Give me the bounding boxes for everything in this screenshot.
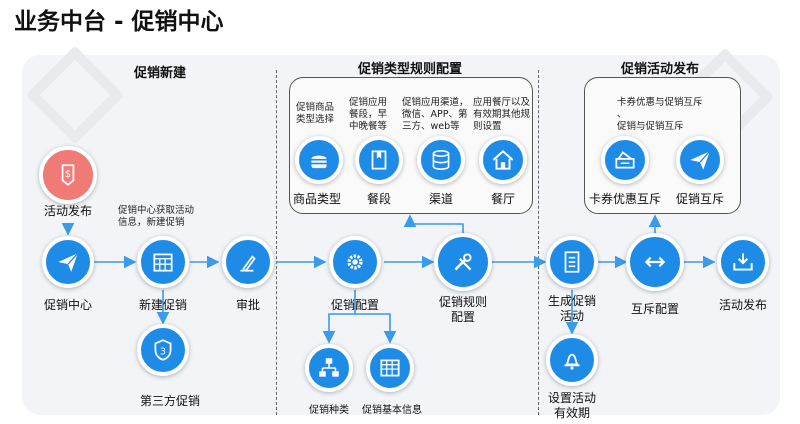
rule-note-3: 应用餐厅以及 有效期其他规 则设置	[473, 97, 530, 133]
arrow-config-to-type	[322, 290, 356, 344]
set-validity-line: 有效期	[553, 406, 591, 420]
approval-node[interactable]	[222, 236, 274, 288]
stamp-hand-icon	[240, 255, 256, 272]
new-promo-note-line: 信息，新建促销	[118, 217, 185, 228]
promo-type-label: 促销种类	[309, 405, 349, 416]
promo-basic-node[interactable]	[366, 344, 414, 392]
new-promo-label: 新建促销	[138, 298, 188, 312]
third-party-label: 第三方促销	[139, 394, 201, 408]
rule-note-1: 促销应用 餐段，早 中晚餐等	[349, 97, 387, 133]
activity-publish-final-label: 活动发布	[718, 298, 768, 312]
section-title-create: 促销新建	[133, 66, 187, 81]
activity-publish-final-node[interactable]	[717, 236, 769, 288]
rule-note-line: 应用餐厅以及	[473, 97, 531, 108]
mutex-config-node[interactable]	[626, 233, 684, 291]
promo-rule-config-label: 促销规则 配置	[439, 295, 487, 325]
rule-note-line: 微信、APP、第	[402, 109, 468, 120]
promo-center-node[interactable]	[42, 236, 94, 288]
mutex-item-coupon[interactable]	[601, 136, 649, 184]
wrench-screwdriver-icon	[454, 253, 472, 271]
rule-note-2: 促销应用渠道， 微信、APP、第 三方、web等	[402, 97, 469, 133]
arrow-rule-to-box	[403, 214, 464, 234]
mutex-item-label: 卡券优惠互斥	[588, 192, 662, 206]
activity-publish-node[interactable]: $	[39, 146, 97, 204]
activity-publish-label: 活动发布	[43, 204, 93, 218]
rule-note-line: 则设置	[473, 121, 502, 132]
arrow-config-to-basic	[355, 313, 397, 344]
section-divider-left	[276, 70, 277, 415]
rule-item-label: 商品类型	[292, 192, 342, 206]
rule-note-line: 促销商品	[296, 102, 335, 113]
bookmark-card-icon	[371, 150, 387, 170]
promo-center-label: 促销中心	[43, 298, 93, 312]
generate-promo-node[interactable]	[546, 236, 598, 288]
new-promo-note-line: 促销中心获取活动	[118, 205, 195, 216]
svg-text:3: 3	[160, 346, 166, 357]
set-validity-label: 设置活动 有效期	[548, 391, 596, 421]
mutex-note-line: 促销与促销互斥	[617, 121, 684, 132]
burger-icon	[311, 155, 327, 169]
paper-plane-icon	[58, 252, 79, 272]
database-icon	[432, 149, 450, 171]
section-title-rules: 促销类型规则配置	[357, 62, 463, 77]
mutex-item-promo[interactable]	[676, 136, 724, 184]
page-title: 业务中台 - 促销中心	[14, 9, 224, 35]
rule-item-label: 餐段	[366, 192, 392, 206]
flowchart-icon	[319, 358, 339, 377]
mutex-item-label: 促销互斥	[675, 192, 725, 206]
rule-item-channel[interactable]	[417, 136, 465, 184]
rule-item-product-type[interactable]	[295, 136, 343, 184]
rule-note-line: 促销应用渠道，	[402, 97, 469, 108]
promo-basic-label: 促销基本信息	[362, 405, 422, 416]
bell-icon	[564, 353, 580, 370]
shield-number-icon: 3	[154, 339, 172, 361]
table-grid-icon	[380, 359, 400, 377]
rule-item-meal-period[interactable]	[355, 136, 403, 184]
rule-note-0: 促销商品 类型选择	[296, 102, 334, 126]
svg-text:$: $	[65, 169, 71, 180]
rule-note-line: 有效期其他规	[473, 109, 531, 120]
rule-note-line: 中晚餐等	[349, 121, 388, 132]
rule-item-label: 渠道	[428, 192, 454, 206]
new-promo-note: 促销中心获取活动 信息，新建促销	[118, 205, 194, 229]
rule-note-line: 餐段，早	[349, 109, 388, 120]
rule-item-label: 餐厅	[490, 192, 516, 206]
approval-label: 审批	[235, 298, 261, 312]
set-validity-line: 设置活动	[547, 391, 597, 405]
generate-promo-label: 生成促销 活动	[548, 294, 596, 324]
rule-item-restaurant[interactable]	[479, 136, 527, 184]
checklist-icon	[564, 251, 580, 273]
dollar-tag-icon: $	[61, 164, 75, 186]
gear-icon	[347, 254, 363, 270]
set-validity-node[interactable]	[546, 334, 598, 386]
promo-rule-config-node[interactable]	[434, 233, 492, 291]
inbox-tray-icon	[733, 253, 753, 271]
promo-type-node[interactable]	[305, 344, 353, 392]
promo-rule-config-line: 促销规则	[438, 295, 488, 309]
promo-config-label: 促销配置	[330, 298, 380, 312]
mutex-note-line: 卡券优惠与促销互斥	[617, 97, 703, 108]
promo-config-node[interactable]	[329, 236, 381, 288]
mutex-note: 卡券优惠与促销互斥 、 促销与促销互斥	[617, 97, 703, 133]
paper-plane-icon	[690, 150, 711, 170]
mutex-config-label: 互斥配置	[630, 302, 680, 316]
section-title-publish: 促销活动发布	[620, 62, 700, 77]
section-divider-right	[538, 70, 539, 415]
third-party-node[interactable]: 3	[137, 324, 189, 376]
new-promo-node[interactable]	[137, 236, 189, 288]
ticket-stack-icon	[615, 151, 635, 169]
double-arrow-icon	[644, 256, 666, 268]
promo-rule-config-line: 配置	[450, 310, 476, 324]
rule-note-line: 三方、web等	[402, 121, 460, 132]
mutex-note-line: 、	[617, 109, 627, 120]
calendar-grid-icon	[153, 253, 173, 272]
house-icon	[492, 150, 514, 170]
generate-promo-line: 活动	[559, 309, 585, 323]
rule-note-line: 促销应用	[349, 97, 388, 108]
rule-note-line: 类型选择	[296, 114, 335, 125]
generate-promo-line: 生成促销	[547, 294, 597, 308]
